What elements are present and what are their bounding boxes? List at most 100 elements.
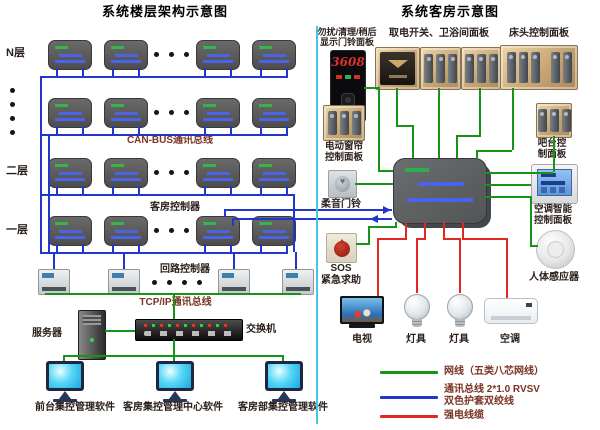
canbus-wire — [204, 244, 206, 252]
body-sensor-label: 人体感应器 — [529, 272, 579, 283]
loop-controller-device — [218, 269, 250, 295]
power-wire — [506, 238, 508, 298]
doorbell-panel-label-line2: 显示门铃面板 — [319, 37, 374, 48]
green-wire — [530, 245, 538, 247]
row-ellipsis-dot — [154, 228, 159, 233]
rcu-bus-wire — [232, 218, 392, 220]
switch-rocker — [448, 53, 457, 84]
switch-rocker — [351, 110, 361, 136]
green-wire — [456, 135, 481, 137]
bar-label-line1: 吧台控 — [537, 138, 567, 149]
power-wire — [377, 238, 407, 240]
canbus-wire — [56, 244, 58, 252]
green-wire — [485, 196, 530, 198]
curtain-label-line2: 控制面板 — [324, 151, 363, 163]
canbus-wire — [260, 186, 262, 194]
legend-network-line — [380, 371, 438, 374]
canbus-wire — [286, 126, 288, 134]
legend-bus-label-line1: 通讯总线 2*1.0 RVSV — [444, 384, 540, 395]
lan-wire — [173, 339, 175, 357]
canbus-wire — [230, 126, 232, 134]
canbus-riser — [40, 194, 56, 196]
room-controller-box — [48, 216, 92, 246]
row-ellipsis-dot — [169, 52, 174, 57]
row-ellipsis-dot — [154, 170, 159, 175]
clean-light — [345, 75, 351, 79]
body-sensor-dome — [536, 230, 575, 269]
workstation-monitor — [46, 361, 84, 391]
canbus-riser — [286, 194, 295, 196]
canbus-wire — [56, 134, 288, 136]
green-wire — [485, 184, 531, 186]
room-controller-box — [48, 40, 92, 70]
room-controller-box — [104, 98, 148, 128]
power-wire — [405, 222, 407, 238]
canbus-wire — [138, 244, 140, 252]
floor-label-1: 一层 — [6, 224, 28, 236]
canbus-wire — [82, 244, 84, 252]
canbus-wire — [82, 126, 84, 134]
room-controller-label: 客房控制器 — [150, 202, 200, 213]
room-controller-box — [196, 158, 240, 188]
switch-rocker — [561, 108, 571, 133]
soft-doorbell-label: 柔音门铃 — [321, 199, 361, 210]
loop-controller-device — [38, 269, 70, 295]
floor-ellipsis-dot — [10, 102, 15, 107]
doorbell-panel-label-line1: 勿扰/清理/稍后 — [317, 27, 377, 37]
light2-label: 灯具 — [449, 334, 469, 345]
panel-divider — [316, 26, 318, 424]
loop-controller-device — [282, 269, 314, 295]
canbus-wire — [138, 126, 140, 134]
canbus-wire — [260, 126, 262, 134]
canbus-label: CAN-BUS通讯总线 — [126, 135, 214, 146]
canbus-wire — [204, 68, 206, 76]
tcpip-label: TCP/IP通讯总线 — [139, 297, 212, 308]
green-wire — [530, 196, 532, 247]
room-controller-box — [104, 40, 148, 70]
curtain-panel-label: 电动窗帘 控制面板 — [316, 141, 372, 164]
bedside-control-panel — [500, 45, 578, 90]
canbus-wire — [260, 68, 262, 76]
soft-doorbell-button — [328, 170, 357, 198]
power-bath-label: 取电开关、卫浴间面板 — [389, 28, 489, 39]
panel-divider-gap — [543, 67, 548, 68]
green-wire — [396, 88, 398, 125]
loop-uplink-wire — [233, 252, 235, 269]
ac-panel-label-line1: 空调智能 — [533, 204, 572, 215]
canbus-wire — [286, 68, 288, 76]
wait-light — [354, 75, 360, 79]
canbus-wire — [204, 126, 206, 134]
switch-label: 交换机 — [246, 324, 276, 335]
row-ellipsis-dot — [154, 52, 159, 57]
ac-label: 空调 — [500, 334, 520, 345]
legend-power-label: 强电线缆 — [444, 410, 484, 421]
canbus-wire — [230, 186, 232, 194]
switch-rocker — [476, 53, 486, 84]
switch-rocker — [550, 52, 560, 83]
green-wire — [456, 135, 458, 158]
workstation-monitor — [265, 361, 303, 391]
canbus-riser — [40, 76, 56, 78]
room-number-display: 3608 — [331, 55, 365, 69]
sos-label: SOS 紧急求助 — [312, 263, 370, 286]
switch-rocker — [327, 110, 337, 136]
light-bulb — [447, 294, 473, 320]
canbus-wire — [286, 186, 288, 194]
row-ellipsis-dot — [197, 280, 202, 285]
row-ellipsis-dot — [184, 170, 189, 175]
bathroom-switch-panel — [420, 47, 461, 90]
card-power-panel — [375, 47, 420, 90]
room-controller-box — [252, 216, 296, 246]
power-wire — [424, 222, 426, 238]
server-tower — [78, 310, 106, 360]
status-lights — [331, 75, 365, 79]
power-wire — [462, 222, 464, 238]
power-wire — [416, 238, 426, 240]
green-wire — [476, 150, 512, 152]
green-wire — [356, 243, 368, 245]
power-wire — [443, 222, 445, 238]
canbus-riser — [40, 76, 42, 254]
loop-uplink-wire — [123, 252, 125, 269]
legend-bus-line — [380, 396, 438, 399]
legend-network-label: 网线（五类八芯网线） — [444, 366, 544, 377]
